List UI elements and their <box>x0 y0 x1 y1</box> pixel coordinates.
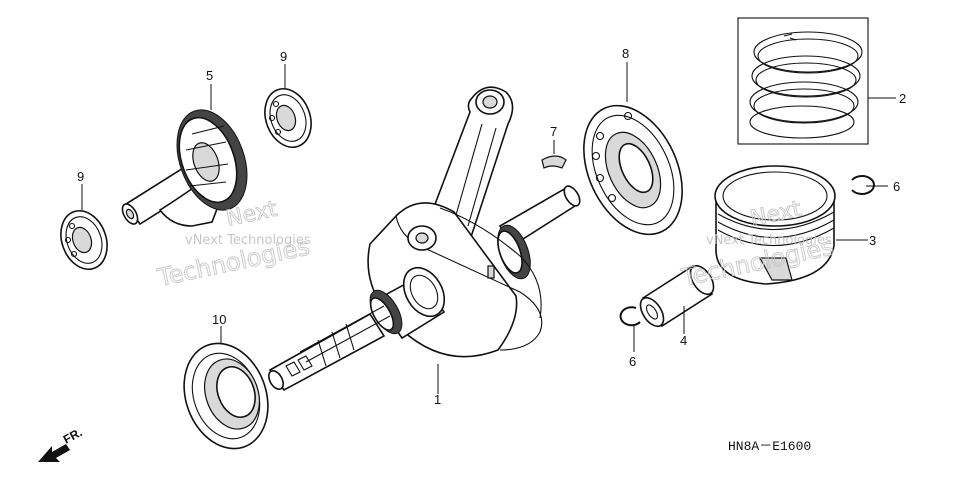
callout-9-lower: 9 <box>77 169 84 184</box>
callout-6-right: 6 <box>893 179 900 194</box>
balancer-bearing-lower <box>60 210 108 270</box>
callout-10: 10 <box>212 312 226 327</box>
woodruff-key <box>541 155 567 169</box>
callout-6-left: 6 <box>629 354 636 369</box>
piston-ring-set <box>737 17 869 145</box>
svg-text:vNext Technologies: vNext Technologies <box>706 233 832 248</box>
callout-8: 8 <box>622 46 629 61</box>
diagram-code: HN8A－E1600 <box>728 439 811 454</box>
crankshaft-assembly <box>267 86 581 392</box>
front-direction-indicator: FR. <box>38 425 84 462</box>
piston-pin-clip-lower <box>619 306 641 327</box>
callout-9-upper: 9 <box>280 49 287 64</box>
callout-7: 7 <box>550 124 557 139</box>
leader-lines <box>81 62 896 394</box>
piston <box>714 165 836 285</box>
piston-pin-clip-upper <box>851 175 875 195</box>
balancer-shaft <box>121 109 248 227</box>
svg-text:vNext Technologies: vNext Technologies <box>185 233 311 248</box>
crankshaft-bearing-right <box>583 104 683 236</box>
crankshaft-timing-gear <box>497 224 531 280</box>
callout-4: 4 <box>680 333 687 348</box>
callout-2: 2 <box>899 91 906 106</box>
balancer-bearing-upper <box>264 88 312 148</box>
callout-1: 1 <box>434 392 441 407</box>
callout-numbers: 1 2 3 4 5 6 6 7 8 9 9 10 <box>77 46 906 407</box>
front-arrow-icon <box>38 444 70 462</box>
callout-5: 5 <box>206 68 213 83</box>
oil-seal <box>183 342 269 450</box>
front-label: FR. <box>61 425 85 446</box>
callout-3: 3 <box>869 233 876 248</box>
piston-pin <box>639 264 715 328</box>
